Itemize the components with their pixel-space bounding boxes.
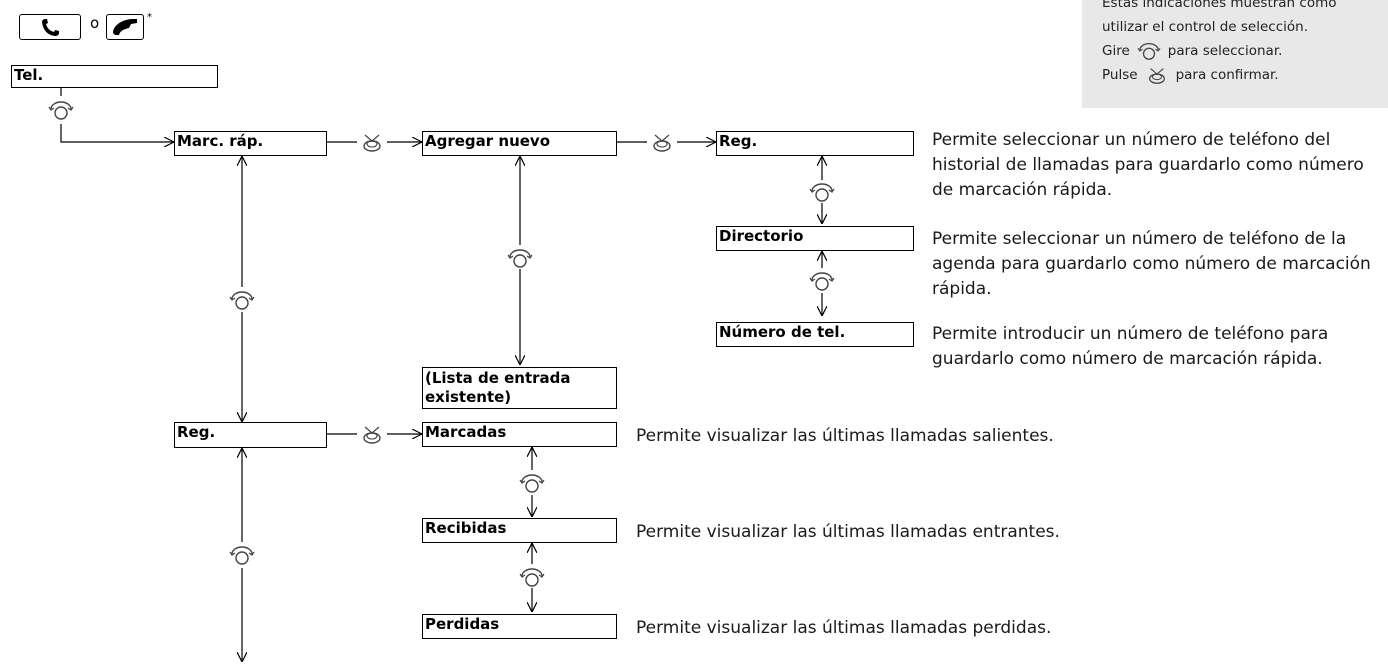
desc-perdidas: Permite visualizar las últimas llamadas … <box>636 618 1052 638</box>
press-knob-icon <box>363 426 381 444</box>
press-knob-icon <box>1148 68 1165 84</box>
legend-panel: Estas indicaciones muestran cómo utiliza… <box>1082 0 1388 108</box>
menu-box-recibidas[interactable]: Recibidas <box>422 518 617 543</box>
menu-box-perdidas[interactable]: Perdidas <box>422 614 617 639</box>
menu-box-marcadas[interactable]: Marcadas <box>422 422 617 447</box>
rotate-knob-icon <box>519 568 545 587</box>
press-knob-icon <box>653 134 671 152</box>
menu-box-agregar-nuevo[interactable]: Agregar nuevo <box>422 131 617 156</box>
menu-box-tel[interactable]: Tel. <box>11 65 218 88</box>
rotate-knob-icon <box>519 474 545 493</box>
header-connector: o <box>90 14 100 32</box>
press-knob-icon <box>363 134 381 152</box>
rotate-knob-icon <box>809 183 835 202</box>
legend-intro: Estas indicaciones muestran cómo utiliza… <box>1102 0 1337 35</box>
menu-box-numero-tel[interactable]: Número de tel. <box>716 322 914 347</box>
desc-recibidas: Permite visualizar las últimas llamadas … <box>636 522 1060 542</box>
rotate-knob-icon <box>1137 43 1161 60</box>
desc-marcadas: Permite visualizar las últimas llamadas … <box>636 426 1054 446</box>
rotate-knob-icon <box>229 546 255 565</box>
menu-box-lista-entrada[interactable]: (Lista de entrada existente) <box>422 367 617 409</box>
menu-box-reg[interactable]: Reg. <box>174 422 327 448</box>
menu-box-directorio[interactable]: Directorio <box>716 226 914 251</box>
legend-rotate-line: Gire para seleccionar. <box>1102 39 1374 63</box>
phone-button-icon <box>19 14 81 40</box>
legend-press-prefix: Pulse <box>1102 67 1138 83</box>
arrow-tel-to-marc <box>60 124 174 142</box>
desc-reg-sub: Permite seleccionar un número de teléfon… <box>932 130 1364 200</box>
legend-press-line: Pulse para confirmar. <box>1102 63 1374 87</box>
menu-box-reg-sub[interactable]: Reg. <box>716 131 914 156</box>
header-asterisk: * <box>147 12 152 23</box>
rotate-knob-icon <box>809 272 835 291</box>
desc-directorio: Permite seleccionar un número de teléfon… <box>932 229 1371 299</box>
legend-press-suffix: para confirmar. <box>1175 67 1279 83</box>
legend-rotate-suffix: para seleccionar. <box>1167 43 1283 59</box>
pickup-button-icon <box>106 14 144 40</box>
rotate-knob-icon <box>48 101 74 120</box>
menu-box-marc-rap[interactable]: Marc. ráp. <box>174 131 327 156</box>
rotate-knob-icon <box>507 249 533 268</box>
desc-numero-tel: Permite introducir un número de teléfono… <box>932 324 1329 369</box>
rotate-knob-icon <box>229 291 255 310</box>
legend-rotate-prefix: Gire <box>1102 43 1130 59</box>
